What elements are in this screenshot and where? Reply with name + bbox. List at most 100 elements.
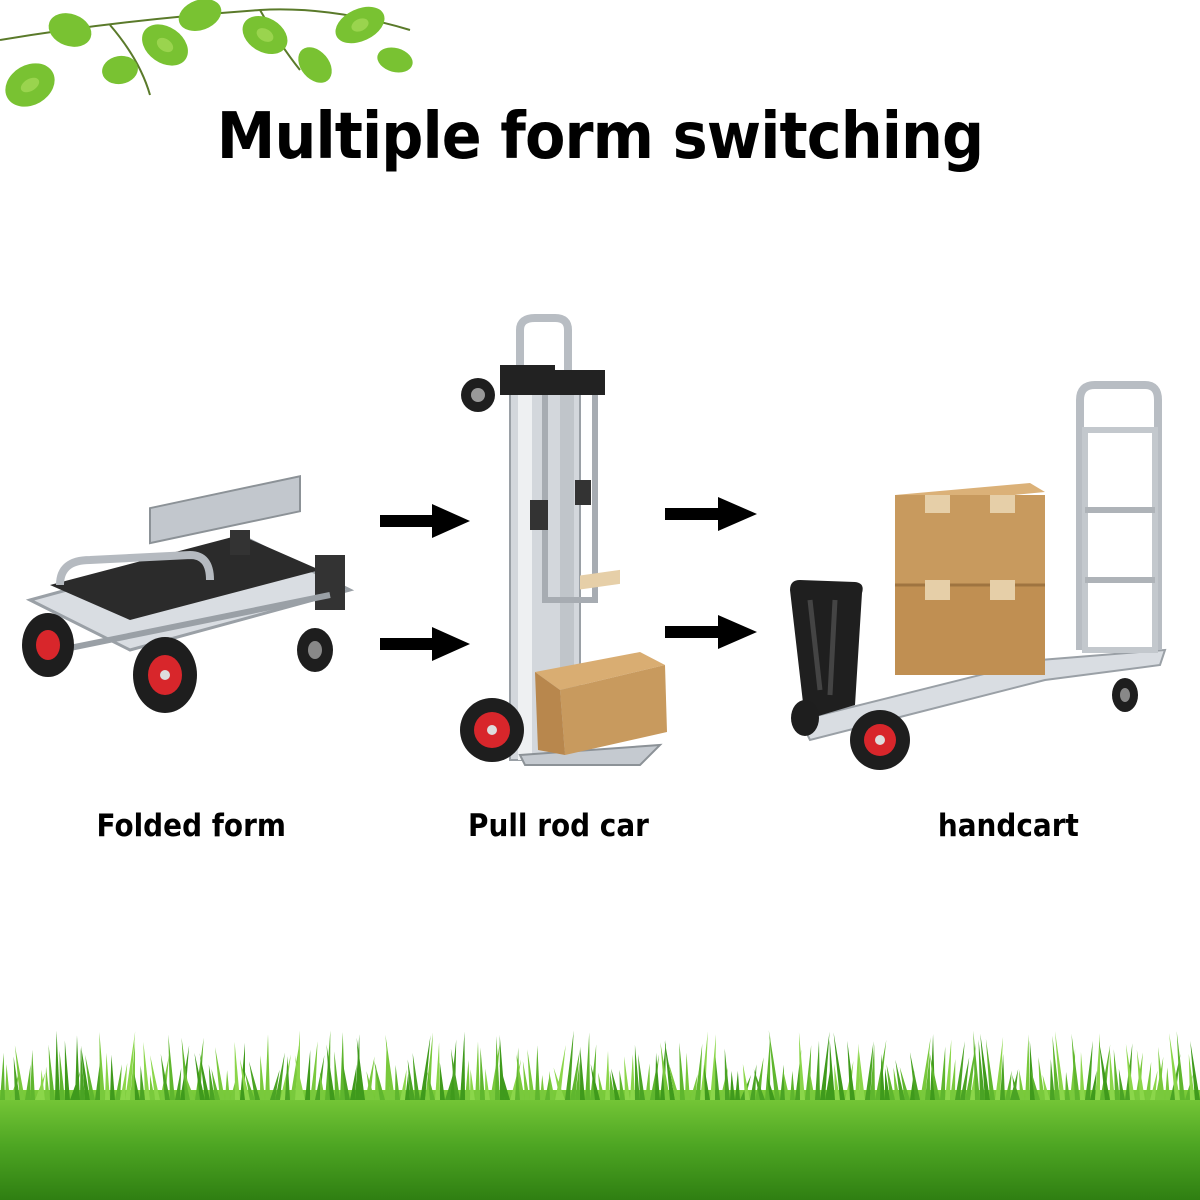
wheel-icon [460,698,524,762]
wheel-icon [850,710,910,770]
grass-blade [645,1063,650,1100]
grass-blade [450,1048,460,1100]
grass-blade [858,1049,865,1100]
grass-blade [1085,1040,1093,1100]
arrow-right-icon [380,504,470,538]
grass-blade [815,1040,820,1100]
grass-blade [30,1049,35,1100]
grass-blade [211,1068,220,1100]
leaf [48,13,92,47]
grass-blade [208,1064,215,1100]
grass-blade [427,1071,435,1100]
grass-blade [995,1036,1004,1100]
grass-blade [825,1067,831,1100]
grass-blade [160,1053,170,1100]
grass-blade [1155,1056,1164,1100]
grass-blade [334,1051,340,1100]
wheel-icon [1112,678,1138,712]
wheel-icon [297,628,333,672]
grass-blade [294,1055,305,1100]
grass-blade [1019,1069,1025,1100]
grass-blade [1190,1040,1200,1100]
grass-blade [1050,1058,1055,1100]
grass-blade [730,1070,735,1100]
handcart-label: handcart [937,808,1079,844]
grass-blade [355,1034,360,1100]
grass-blade [470,1069,475,1100]
grass-blade [527,1049,535,1100]
grass-blade [55,1030,60,1100]
grass-blade [265,1034,270,1100]
grass-blade [516,1054,525,1100]
grass-blade [548,1071,555,1100]
grass-blade [45,1066,50,1100]
grass-blade [660,1042,670,1100]
grass-blade [1165,1067,1170,1100]
grass-blade [720,1067,728,1100]
grass-blade [366,1071,375,1100]
grass-blade [480,1047,485,1100]
grass-blade [373,1060,385,1100]
grass-blade [985,1039,995,1100]
grass-blade [753,1068,765,1100]
grass-blade [703,1064,710,1100]
grass-blade [766,1074,775,1100]
grass-blade [668,1062,680,1100]
grass-blade [545,1074,550,1100]
grass-blade [1095,1033,1100,1100]
pull-rod-car-label: Pull rod car [468,808,649,844]
grass-blade [1080,1052,1085,1100]
grass-blade [715,1056,720,1100]
grass-blade [420,1035,431,1100]
grass-blade [634,1044,640,1100]
grass-blade [798,1032,805,1100]
grass-blade [940,1046,946,1100]
grass-blade [80,1045,90,1100]
grass-blade [160,1054,170,1100]
grass-blade [585,1032,590,1100]
grass-blade [149,1074,155,1100]
grass-blade [1030,1069,1040,1100]
grass-blade [685,1052,690,1100]
page-title: Multiple form switching [216,100,984,174]
wheel-icon [22,613,74,677]
wheel-icon [461,378,495,412]
grass-blade [1038,1057,1045,1100]
grass-blade [929,1053,940,1100]
grass-blade [590,1063,600,1100]
grass-blade [834,1063,840,1100]
grass-blade [125,1031,136,1100]
grass-blade [140,1065,145,1100]
grass-blade [1042,1074,1050,1100]
grass-blade [795,1049,802,1100]
arrow-right-icon [665,615,757,649]
grass-blade [13,1056,20,1100]
grass-blade [25,1064,31,1100]
grass-blade [580,1046,585,1100]
grass-blade [85,1054,95,1100]
grass-blade [405,1073,410,1100]
grass-blade [893,1067,900,1100]
grass-blade [724,1048,730,1100]
grass-blade [341,1057,350,1100]
grass-blade [624,1056,630,1100]
grass-blade [1090,1070,1097,1100]
grass-blade [790,1070,795,1100]
grass-blade [400,1069,407,1100]
grass-blade [855,1043,860,1100]
grass-blade [945,1039,952,1100]
grass-blade [925,1052,930,1100]
grass-blade [664,1040,675,1100]
grass-blade [895,1059,905,1100]
grass-blade [973,1030,980,1100]
grass-blade [356,1037,365,1100]
grass-blade [783,1069,790,1100]
grass-blade [105,1052,110,1100]
grass-blade [435,1042,440,1100]
grass-blade [565,1030,574,1100]
grass-blade [1150,1070,1158,1100]
grass-blade [181,1037,190,1100]
wheel-icon [791,700,819,736]
